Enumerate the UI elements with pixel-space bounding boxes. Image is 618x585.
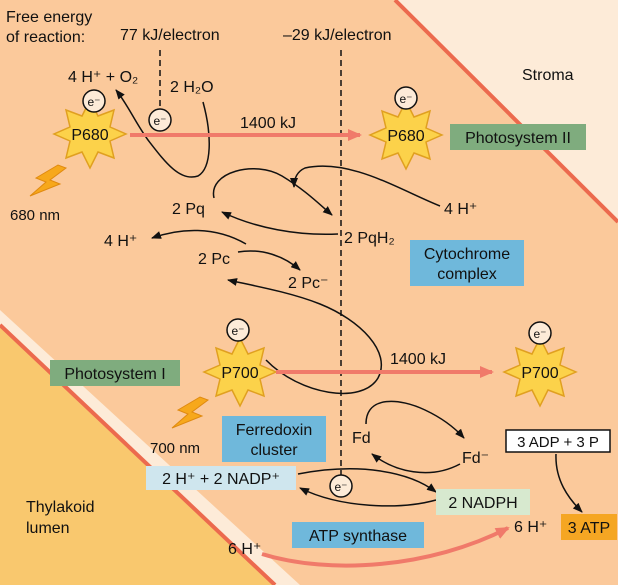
atp-label: 3 ATP bbox=[568, 520, 610, 537]
adp-label: 3 ADP + 3 P bbox=[517, 434, 599, 451]
cytochrome-label-2: complex bbox=[437, 266, 497, 283]
electron-icon-psii-left bbox=[82, 89, 106, 113]
fd-reduction-arrow bbox=[365, 400, 465, 439]
pc-minus-label: 2 Pc⁻ bbox=[288, 275, 328, 292]
pq-to-pqh2-arrow bbox=[212, 168, 333, 216]
adp-to-atp-arrow bbox=[555, 453, 583, 513]
lightning-680-icon bbox=[29, 164, 68, 197]
photosystem-i-box bbox=[50, 360, 180, 386]
ferredoxin-label-1: Ferredoxin bbox=[236, 422, 312, 439]
pqh2-label: 2 PqH₂ bbox=[344, 230, 395, 247]
adp-box bbox=[505, 429, 611, 453]
nadp-box bbox=[146, 466, 296, 490]
photosystem-ii-box bbox=[450, 124, 586, 150]
ferredoxin-label-2: cluster bbox=[250, 442, 298, 459]
membrane-edge-top bbox=[393, 0, 618, 224]
photosystem-ii-label: Photosystem II bbox=[465, 130, 571, 147]
atp-synthase-box bbox=[292, 522, 424, 548]
fd-oxidation-arrow bbox=[371, 453, 461, 474]
stroma-label: Stroma bbox=[522, 67, 574, 84]
electron-label: e⁻ bbox=[87, 95, 100, 109]
cytochrome-label-1: Cytochrome bbox=[424, 246, 510, 263]
p700-star-left-icon bbox=[202, 336, 278, 408]
nadph-box bbox=[436, 489, 530, 515]
energy-1400-bottom: 1400 kJ bbox=[390, 351, 446, 368]
photosystem-i-label: Photosystem I bbox=[64, 366, 165, 383]
atp-box bbox=[561, 514, 617, 540]
electron-label: e⁻ bbox=[334, 480, 347, 494]
electron-icon-water bbox=[148, 108, 172, 132]
cytochrome-complex-box bbox=[410, 240, 524, 286]
electron-label: e⁻ bbox=[231, 324, 244, 338]
p680-star-right-icon bbox=[368, 99, 444, 171]
atp-synthase-label: ATP synthase bbox=[309, 528, 407, 545]
h-release-arrow bbox=[151, 229, 247, 245]
oxygen-product-label: 4 H⁺ + O₂ bbox=[68, 69, 138, 86]
energy-right-label: –29 kJ/electron bbox=[283, 27, 392, 44]
p700-label-right: P700 bbox=[521, 365, 558, 382]
pq-label: 2 Pq bbox=[172, 201, 205, 218]
lightning-700-icon bbox=[171, 396, 210, 429]
pc-reduction-arrow bbox=[237, 250, 301, 271]
h-gradient-arrow bbox=[261, 526, 510, 568]
electron-label: e⁻ bbox=[399, 92, 412, 106]
thylakoid-lumen-label-2: lumen bbox=[26, 520, 70, 537]
fd-label: Fd bbox=[352, 430, 371, 447]
energy-1400-top: 1400 kJ bbox=[240, 115, 296, 132]
electron-label: e⁻ bbox=[153, 114, 166, 128]
fd-minus-label: Fd⁻ bbox=[462, 450, 489, 467]
nadph-label: 2 NADPH bbox=[448, 495, 517, 512]
electron-icon-psii-right bbox=[394, 86, 418, 110]
h-ions-left-label: 4 H⁺ bbox=[104, 233, 137, 250]
nm-680-label: 680 nm bbox=[10, 207, 60, 224]
free-energy-label-2: of reaction: bbox=[6, 29, 85, 46]
thylakoid-lumen-label: Thylakoid bbox=[26, 499, 94, 516]
electron-icon-psi-left bbox=[226, 318, 250, 342]
free-energy-label: Free energy bbox=[6, 9, 92, 26]
pc-to-p700-arrow bbox=[227, 278, 383, 395]
pqh2-to-pq-arrow bbox=[221, 211, 339, 236]
six-h-stroma-label: 6 H⁺ bbox=[514, 519, 547, 536]
ferredoxin-cluster-box bbox=[222, 416, 326, 462]
membrane-edge-bottom bbox=[0, 323, 277, 585]
water-label: 2 H₂O bbox=[170, 79, 214, 96]
electron-icon-psi-right bbox=[528, 321, 552, 345]
pc-label: 2 Pc bbox=[198, 251, 230, 268]
six-h-lumen-label: 6 H⁺ bbox=[228, 541, 261, 558]
h-to-nadph-arrow bbox=[299, 487, 437, 507]
p700-label-left: P700 bbox=[221, 365, 258, 382]
electron-icon-nadp bbox=[329, 474, 353, 498]
p680-label-right: P680 bbox=[387, 128, 424, 145]
energy-left-label: 77 kJ/electron bbox=[120, 27, 220, 44]
nadp-reduction-arrow bbox=[297, 468, 437, 493]
p700-star-right-icon bbox=[502, 336, 578, 408]
nadp-label: 2 H⁺ + 2 NADP⁺ bbox=[162, 471, 280, 488]
nm-700-label: 700 nm bbox=[150, 440, 200, 457]
h-uptake-arrow bbox=[290, 165, 441, 207]
p680-star-left-icon bbox=[52, 98, 128, 170]
electron-label: e⁻ bbox=[533, 327, 546, 341]
p680-label-left: P680 bbox=[71, 127, 108, 144]
h-ions-right-label: 4 H⁺ bbox=[444, 201, 477, 218]
water-split-arrow bbox=[115, 89, 210, 178]
